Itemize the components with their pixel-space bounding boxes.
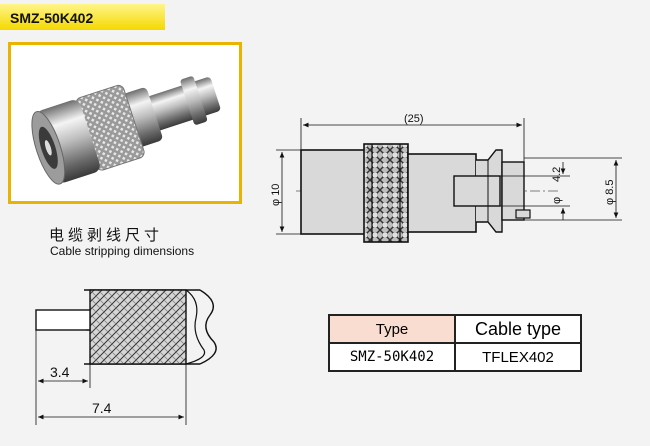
spec-table: Type Cable type SMZ-50K402 TFLEX402 <box>328 314 582 372</box>
title-badge <box>0 4 165 30</box>
product-photo <box>8 42 242 204</box>
table-header-type: Type <box>328 314 456 344</box>
dim-pin-diameter-symbol: φ <box>551 197 563 204</box>
dim-strip-long: 7.4 <box>92 400 112 416</box>
table-cell-model: SMZ-50K402 <box>328 342 456 372</box>
dim-length: (25) <box>404 113 424 125</box>
stripping-drawing: 3.4 7.4 <box>35 289 217 425</box>
table-cell-cable: TFLEX402 <box>454 342 582 372</box>
caption-chinese: 电缆剥线尺寸 <box>49 226 164 244</box>
caption-english: Cable stripping dimensions <box>50 244 195 258</box>
connector-drawing: (25) φ 10 4.2 φ φ 8.5 <box>270 113 622 243</box>
dim-rear-diameter: φ 8.5 <box>604 180 616 205</box>
dim-body-diameter: φ 10 <box>270 184 282 206</box>
table-row: SMZ-50K402 TFLEX402 <box>328 342 582 372</box>
dim-strip-short: 3.4 <box>50 364 70 380</box>
product-title: SMZ-50K402 <box>10 10 94 26</box>
table-header-row: Type Cable type <box>328 314 582 344</box>
table-header-cable-type: Cable type <box>454 314 582 344</box>
connector-photo-illustration <box>31 76 221 185</box>
dim-pin-diameter: 4.2 <box>551 167 563 182</box>
